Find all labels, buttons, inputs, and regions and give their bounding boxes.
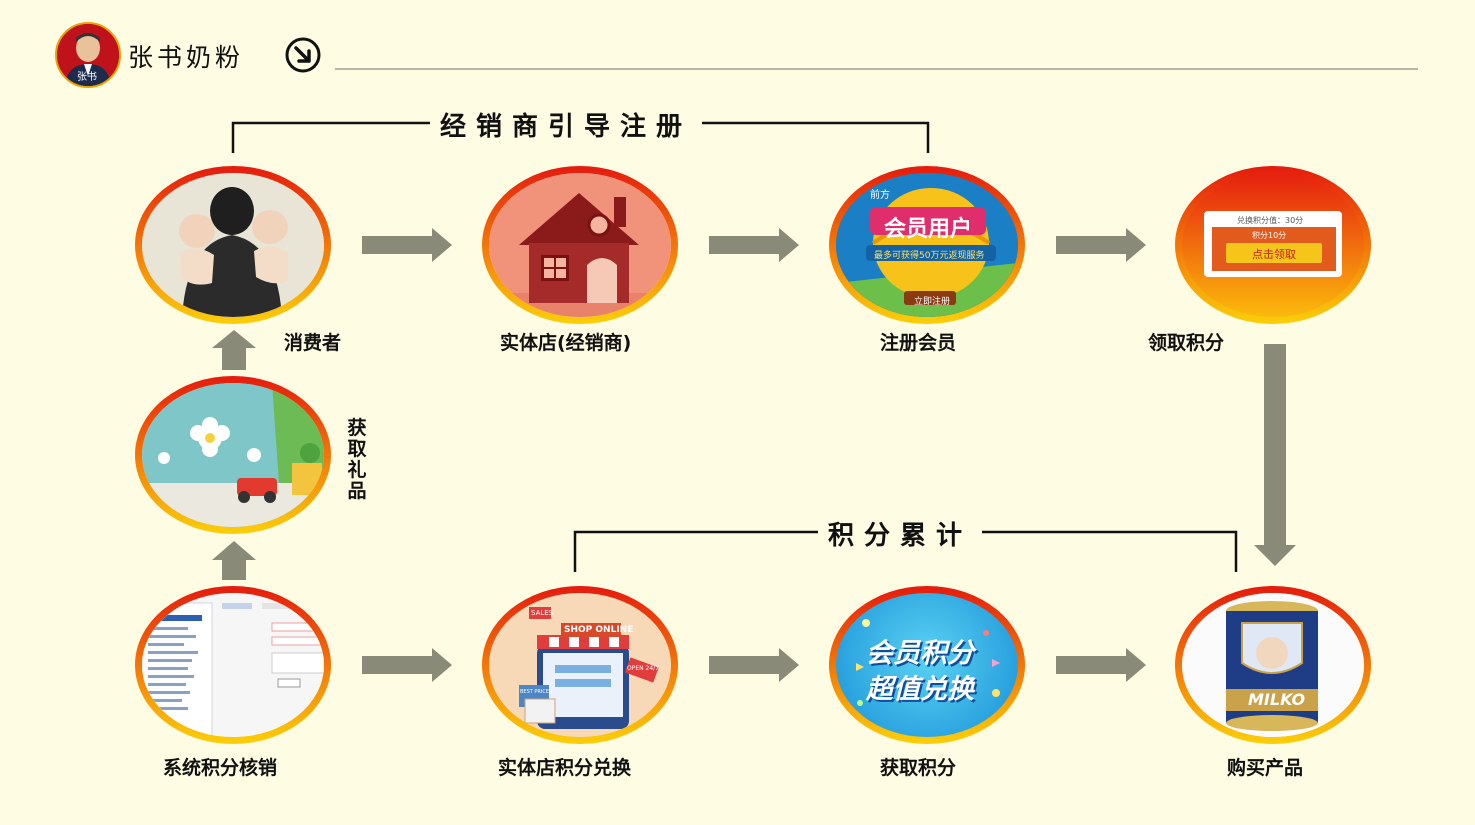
node-store: [482, 166, 678, 324]
arrow-right-5: [709, 648, 799, 682]
node-points-claim: 兑换积分值：30分 积分10分 点击领取: [1175, 166, 1371, 324]
system-screen-image: [142, 593, 324, 737]
arrow-right-3: [1056, 228, 1146, 262]
shop-sale-text: SALES: [531, 609, 554, 617]
node-gift-label: 获取礼品: [347, 417, 367, 502]
node-get-points-label: 获取积分: [880, 757, 957, 779]
node-consumer-label: 消费者: [284, 332, 342, 354]
milk-can-brand: MILKO: [1248, 690, 1306, 709]
points-claim-line1: 兑换积分值：30分: [1237, 216, 1304, 225]
register-img-sub: 最多可获得50万元返现服务: [874, 251, 985, 261]
register-img-tag: 前方: [870, 190, 890, 201]
shop-sign-text: SHOP ONLINE: [564, 625, 634, 635]
node-points-claim-label: 领取积分: [1148, 332, 1225, 354]
node-get-points: 会员积分 超值兑换: [829, 586, 1025, 744]
node-consumer: [135, 166, 331, 324]
node-store-label: 实体店(经销商): [500, 332, 632, 354]
house-icon: [489, 173, 671, 317]
brand-name: 张书奶粉: [128, 43, 245, 72]
logo-text: 张书: [77, 72, 97, 83]
shop-online-image: [489, 593, 671, 737]
header-divider: [335, 68, 1418, 70]
arrow-right-4: [362, 648, 452, 682]
gift-room-image: [142, 383, 324, 527]
arrow-up-2: [212, 541, 256, 580]
arrow-up-1: [212, 330, 256, 370]
avatar: [57, 24, 119, 86]
arrow-right-2: [709, 228, 799, 262]
register-image: [836, 173, 1018, 317]
shop-open-text: OPEN 24/7: [627, 665, 660, 672]
arrow-down: [1254, 344, 1296, 566]
brand-logo: 张书: [55, 22, 121, 88]
points-claim-line2: 积分10分: [1252, 231, 1287, 240]
node-buy: MILKO: [1175, 586, 1371, 744]
node-system: [135, 586, 331, 744]
register-img-button: 立即注册: [914, 297, 951, 307]
get-points-line1: 会员积分: [866, 638, 974, 669]
node-register: 会员用户 前方 最多可获得50万元返现服务 立即注册: [829, 166, 1025, 324]
consumer-image: [142, 173, 324, 317]
arrow-down-right-icon: [285, 37, 321, 73]
shop-best-text: BEST PRICES: [520, 689, 553, 695]
arrow-right-1: [362, 228, 452, 262]
milk-can-image: [1182, 593, 1364, 737]
node-gift: [135, 376, 331, 534]
register-img-title: 会员用户: [884, 217, 973, 242]
node-store-exchange-label: 实体店积分兑换: [498, 757, 632, 779]
bottom-bracket-title: 积分累计: [818, 515, 983, 552]
points-claim-button: 点击领取: [1252, 248, 1296, 261]
node-register-label: 注册会员: [880, 332, 957, 354]
arrow-right-6: [1056, 648, 1146, 682]
get-points-image: [856, 619, 1000, 706]
top-bracket-title: 经销商引导注册: [430, 106, 703, 143]
get-points-line2: 超值兑换: [866, 674, 974, 705]
node-buy-label: 购买产品: [1227, 757, 1304, 779]
node-store-exchange: SHOP ONLINE SALES OPEN 24/7 BEST PRICES: [482, 586, 678, 744]
node-system-label: 系统积分核销: [163, 757, 278, 779]
